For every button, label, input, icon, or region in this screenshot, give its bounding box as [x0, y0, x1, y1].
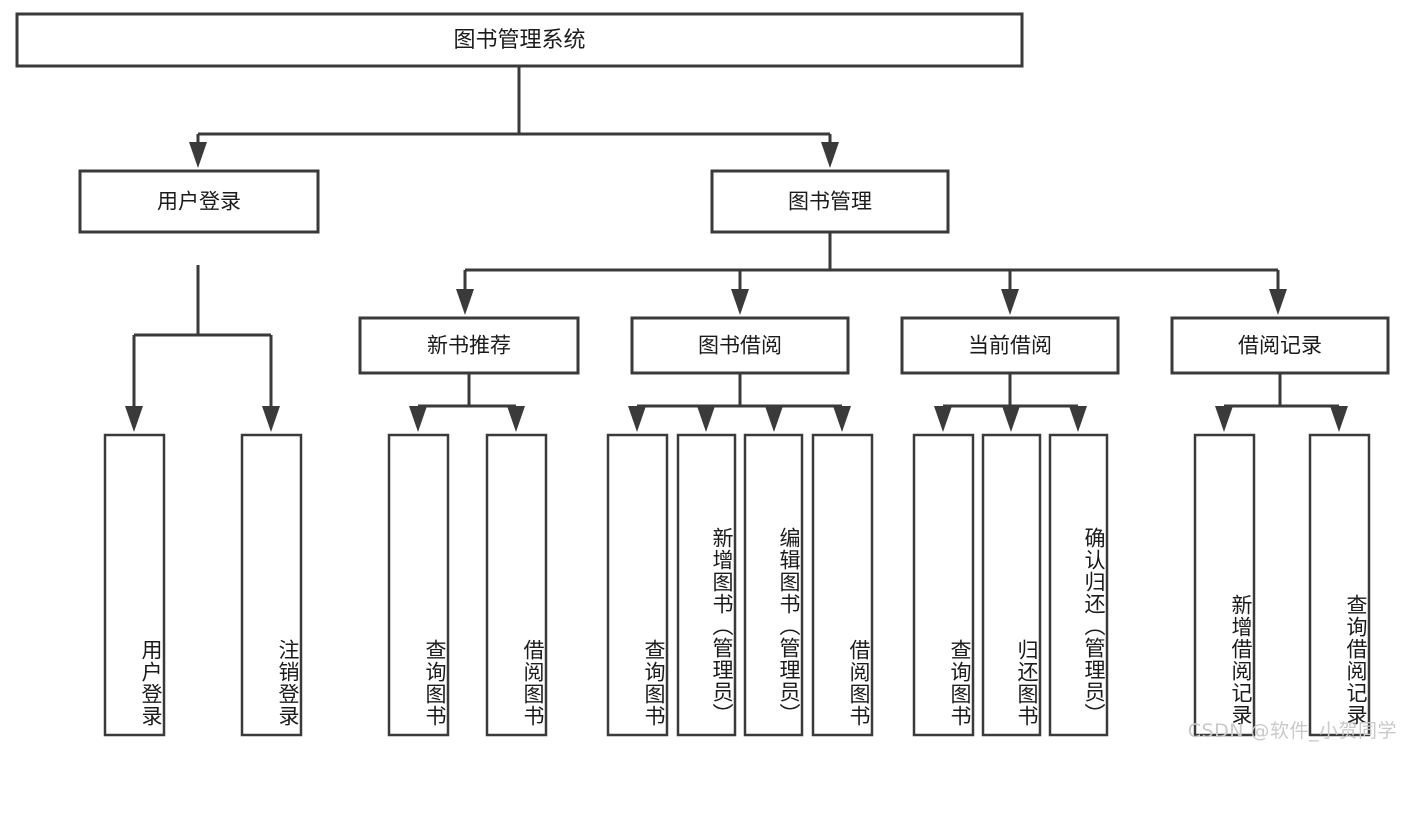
- arrow-head-icon: [262, 406, 280, 432]
- level3-node-box-borrow-record[interactable]: [1170, 316, 1390, 375]
- level2-node-label-book-manage: 图书管理: [788, 190, 872, 214]
- level3-node-box-current-borrow[interactable]: [900, 316, 1120, 375]
- arrow-head-icon: [1002, 406, 1020, 432]
- root-node-root[interactable]: [15, 12, 1024, 68]
- level3-node-label-current-borrow: 当前借阅: [968, 334, 1052, 358]
- arrow-head-icon: [507, 406, 525, 432]
- arrow-head-icon: [409, 406, 427, 432]
- arrow-head-icon: [1269, 289, 1287, 315]
- leaf-box-leaf-logout[interactable]: [240, 433, 303, 737]
- level2-node-label-user-login: 用户登录: [157, 190, 241, 214]
- leaf-node-leaf-add-record[interactable]: [1193, 433, 1256, 737]
- leaf-box-leaf-edit-book[interactable]: [743, 433, 804, 737]
- leaf-node-leaf-borrow-book-rec[interactable]: [485, 433, 548, 737]
- leaf-box-leaf-confirm-return[interactable]: [1048, 433, 1109, 737]
- leaf-node-leaf-borrow-book[interactable]: [811, 433, 874, 737]
- conn-userlogin-bus-drops: [125, 335, 280, 432]
- level2-node-box-user-login[interactable]: [78, 169, 320, 234]
- level3-node-current-borrow[interactable]: [900, 316, 1120, 375]
- leaf-node-leaf-query-book-rec[interactable]: [387, 433, 450, 737]
- arrow-head-icon: [934, 406, 952, 432]
- leaf-box-leaf-query-book-cur[interactable]: [912, 433, 975, 737]
- arrow-head-icon: [731, 289, 749, 315]
- level2-node-user-login[interactable]: [78, 169, 320, 234]
- leaf-box-leaf-borrow-book[interactable]: [811, 433, 874, 737]
- leaf-box-leaf-add-record[interactable]: [1193, 433, 1256, 737]
- arrow-head-icon: [821, 142, 839, 168]
- level3-node-label-borrow-record: 借阅记录: [1238, 334, 1322, 358]
- boxes-layer: [15, 12, 1390, 737]
- conn-bookborrow-bus-drops: [628, 406, 851, 432]
- conn-record-bus-drops: [1215, 406, 1348, 432]
- arrow-head-icon: [189, 142, 207, 168]
- conn-userlogin-bus: [134, 265, 271, 337]
- arrow-head-icon: [456, 289, 474, 315]
- level2-node-book-manage[interactable]: [710, 169, 950, 234]
- leaf-box-leaf-user-login[interactable]: [103, 433, 166, 737]
- level3-node-borrow-record[interactable]: [1170, 316, 1390, 375]
- arrow-head-icon: [125, 406, 143, 432]
- level3-node-box-new-book-rec[interactable]: [358, 316, 580, 375]
- leaf-node-leaf-logout[interactable]: [240, 433, 303, 737]
- conn-newbook-bus-drops: [409, 406, 525, 432]
- arrow-head-icon: [1069, 406, 1087, 432]
- conn-curborrow-bus-drops: [934, 406, 1087, 432]
- arrow-head-icon: [1001, 289, 1019, 315]
- leaf-node-leaf-edit-book[interactable]: [743, 433, 804, 737]
- leaf-node-leaf-confirm-return[interactable]: [1048, 433, 1109, 737]
- arrow-head-icon: [1215, 406, 1233, 432]
- arrow-head-icon: [833, 406, 851, 432]
- level3-node-box-book-borrow[interactable]: [630, 316, 850, 375]
- level2-node-box-book-manage[interactable]: [710, 169, 950, 234]
- conn-root-bus-drops: [189, 134, 839, 168]
- arrow-head-icon: [628, 406, 646, 432]
- arrow-head-icon: [1330, 406, 1348, 432]
- level3-node-new-book-rec[interactable]: [358, 316, 580, 375]
- leaf-box-leaf-add-book[interactable]: [676, 433, 737, 737]
- leaf-node-leaf-query-record[interactable]: [1308, 433, 1371, 737]
- leaf-box-leaf-query-book-borrow[interactable]: [606, 433, 669, 737]
- leaf-box-leaf-borrow-book-rec[interactable]: [485, 433, 548, 737]
- leaf-box-leaf-return-book[interactable]: [981, 433, 1042, 737]
- arrow-head-icon: [697, 406, 715, 432]
- conn-bookmanage-bus-drops: [456, 270, 1287, 315]
- leaf-node-leaf-user-login[interactable]: [103, 433, 166, 737]
- root-node-box-root[interactable]: [15, 12, 1024, 68]
- leaf-box-leaf-query-record[interactable]: [1308, 433, 1371, 737]
- leaf-box-leaf-query-book-rec[interactable]: [387, 433, 450, 737]
- level3-node-label-new-book-rec: 新书推荐: [427, 334, 511, 358]
- connectors-layer: [125, 64, 1348, 432]
- leaf-node-leaf-return-book[interactable]: [981, 433, 1042, 737]
- level3-node-label-book-borrow: 图书借阅: [698, 334, 782, 358]
- leaf-node-leaf-query-book-borrow[interactable]: [606, 433, 669, 737]
- watermark-text: CSDN @软件_小贺同学: [1187, 720, 1397, 742]
- leaf-node-leaf-add-book[interactable]: [676, 433, 737, 737]
- root-node-label-root: 图书管理系统: [453, 28, 585, 53]
- diagram-canvas: 图书管理系统用户登录图书管理新书推荐图书借阅当前借阅借阅记录 用户登录注销登录查…: [15, 12, 1397, 742]
- leaf-node-leaf-query-book-cur[interactable]: [912, 433, 975, 737]
- conn-root-bus: [198, 64, 830, 136]
- level3-node-book-borrow[interactable]: [630, 316, 850, 375]
- arrow-head-icon: [765, 406, 783, 432]
